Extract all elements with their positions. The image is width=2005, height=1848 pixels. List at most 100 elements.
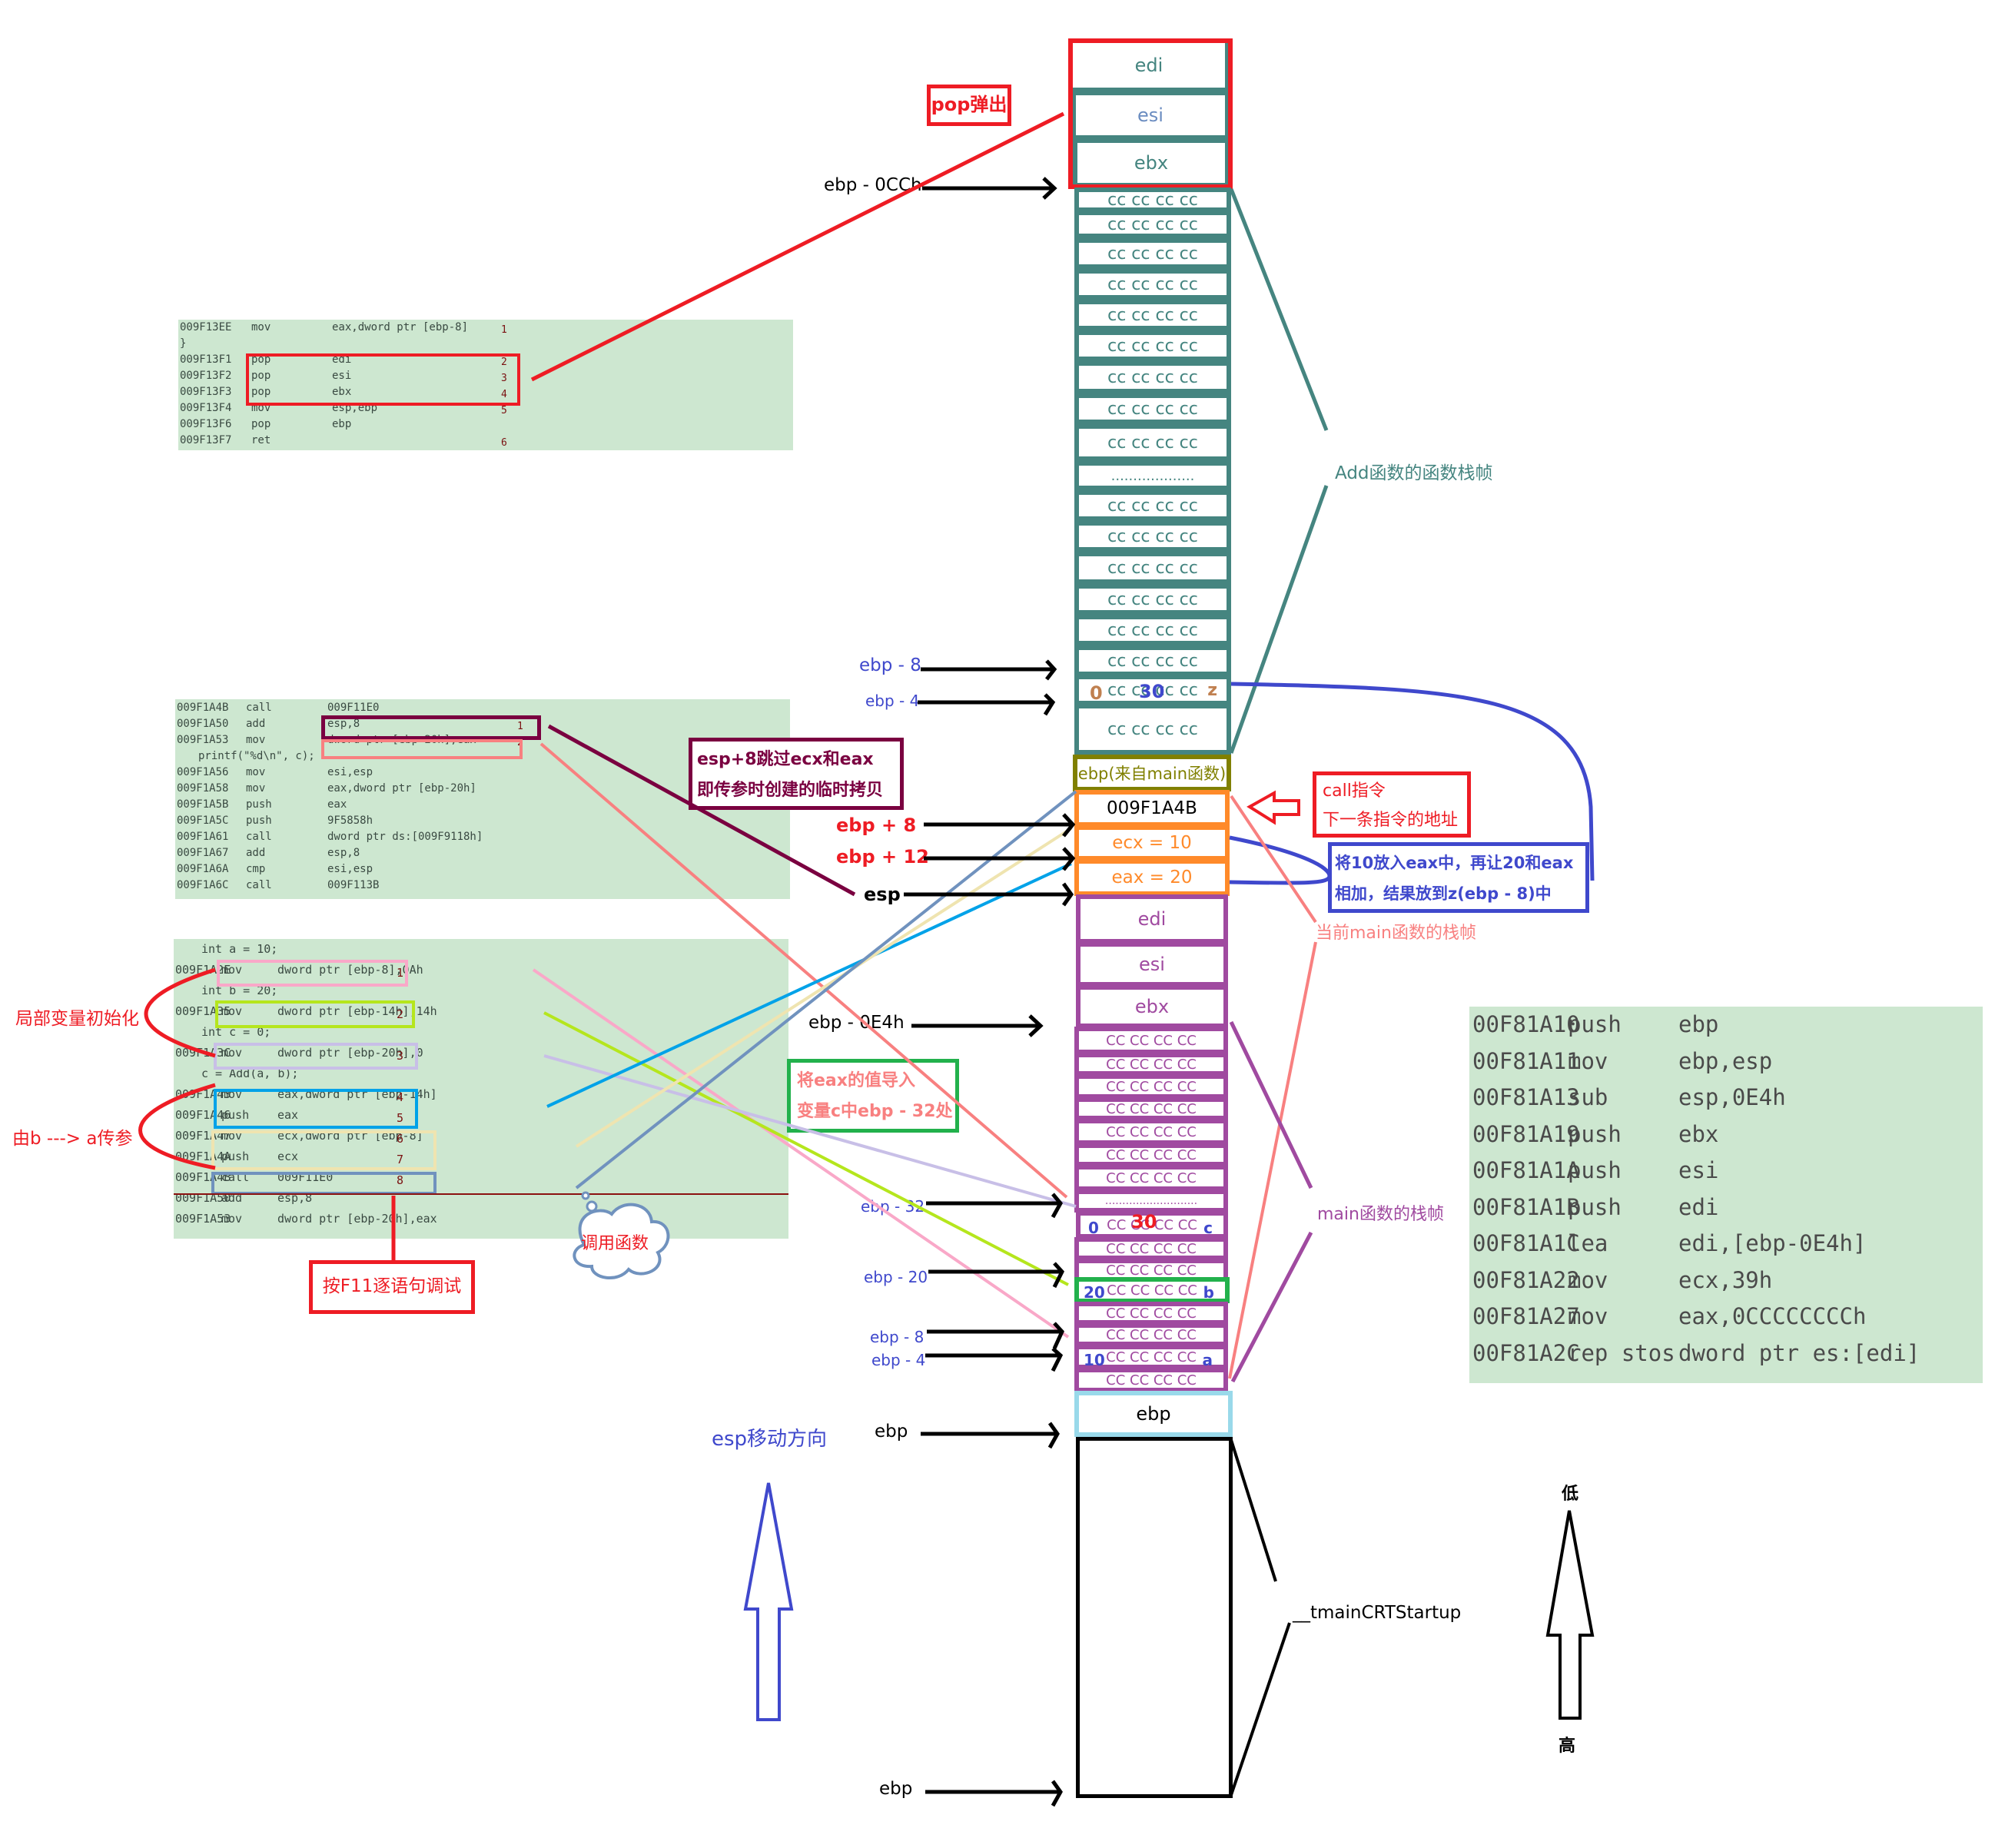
code-opcode: pop [251, 418, 271, 430]
code-address: 009F1A67 [177, 847, 229, 859]
step-number: 8 [397, 1173, 404, 1187]
arrow-main-ebp-minus-4 [925, 1347, 1064, 1372]
main-cc-cell: CC CC CC CC [1074, 1323, 1228, 1346]
code-opcode: pop [251, 386, 271, 398]
a-cc-label: CC CC CC CC [1106, 1349, 1197, 1365]
return-address-cell: 009F1A4B [1074, 790, 1230, 827]
add-cc-cell: cc cc cc cc [1074, 211, 1231, 238]
step-number: 5 [397, 1111, 404, 1125]
main-saved-esi: esi [1076, 942, 1228, 987]
code-opcode: push [1568, 1011, 1622, 1037]
highlight-init-c [214, 1043, 418, 1070]
code-operands: esp,8 [327, 847, 360, 859]
code-address: 00F81A10 [1472, 1011, 1580, 1037]
code-address: 00F81A19 [1472, 1120, 1580, 1147]
add-cc-cell: cc cc cc cc [1074, 552, 1231, 584]
arrow-ebp-minus-20 [928, 1262, 1065, 1289]
code-operands: ebp [1678, 1011, 1719, 1037]
code-address: } [180, 337, 187, 350]
code-address: 009F1A6C [177, 879, 229, 891]
code-address: 009F1A53 [177, 734, 229, 746]
code-address: 009F1A50 [177, 718, 229, 730]
highlight-push-eax [214, 1089, 418, 1129]
code-opcode: push [221, 1108, 250, 1122]
code-address: 009F1A58 [177, 782, 229, 795]
code-opcode: lea [1568, 1230, 1608, 1256]
code-opcode: mov [221, 1046, 243, 1060]
step-number: 1 [397, 966, 404, 980]
main-cc-cell: CC CC CC CC [1074, 1143, 1228, 1166]
highlight-call [211, 1172, 437, 1195]
code-operands: dword ptr ds:[009F9118h] [327, 831, 483, 843]
code-opcode: add [246, 847, 266, 859]
add-cc-cell: cc cc cc cc [1074, 187, 1231, 212]
label-low-address: 低 [1562, 1485, 1579, 1504]
label-ebp-minus-0e4h: ebp - 0E4h [808, 1013, 905, 1033]
arrow-return-address [1246, 790, 1300, 825]
code-operands: esi,esp [327, 863, 373, 875]
label-pass-params: 由b ---> a传参 [12, 1129, 133, 1149]
add-ellipsis-cell: ................... [1074, 461, 1231, 490]
b-cc-label: CC CC CC CC [1107, 1282, 1197, 1299]
add-cc-cell: cc cc cc cc [1074, 521, 1231, 552]
code-address: 00F81A13 [1472, 1084, 1580, 1110]
code-address: 00F81A1B [1472, 1193, 1580, 1220]
label-main-frame: main函数的栈帧 [1317, 1205, 1444, 1224]
code-opcode: mov [221, 1004, 243, 1018]
code-operands: ecx [277, 1150, 299, 1163]
label-ebp-minus-32: ebp - 32 [861, 1197, 925, 1216]
code-opcode: call [246, 831, 272, 843]
note-call-instruction: call指令 下一条指令的地址 [1313, 771, 1471, 838]
highlight-pop-instructions [246, 353, 520, 406]
c-new-value: 30 [1131, 1211, 1157, 1233]
arrow-add-ebp-minus-8 [921, 659, 1057, 681]
code-opcode: mov [1568, 1047, 1608, 1074]
bracket-startup-top [1230, 1439, 1277, 1582]
step-number: 3 [501, 373, 507, 384]
add-cc-cell: cc cc cc cc [1074, 361, 1231, 393]
label-main-ebp-minus-8: ebp - 8 [870, 1328, 924, 1346]
code-operands: ebp [332, 418, 352, 430]
code-address: 009F13F4 [180, 402, 232, 414]
label-ebp-startup: ebp [879, 1779, 913, 1799]
step-number: 3 [397, 1049, 404, 1063]
add-cc-cell: cc cc cc cc [1074, 269, 1231, 300]
code-opcode: mov [246, 766, 266, 778]
main-cc-cell: CC CC CC CC [1074, 1302, 1228, 1325]
add-saved-esi: esi [1071, 91, 1230, 140]
code-opcode: pop [251, 370, 271, 382]
code-operands: dword ptr [ebp-20h],0 [277, 1046, 423, 1060]
code-address: 009F13F2 [180, 370, 232, 382]
label-ebp-plus-12: ebp + 12 [836, 846, 929, 868]
add-cc-cell: cc cc cc cc [1074, 393, 1231, 424]
code-operands: eax,0CCCCCCCCh [1678, 1303, 1867, 1329]
step-number: 5 [501, 405, 507, 416]
code-operands: eax [277, 1108, 299, 1122]
code-operands: ecx,39h [1678, 1266, 1773, 1293]
code-address: 009F1A5B [177, 798, 229, 811]
code-address: 009F13EE [180, 321, 232, 333]
main-cc-cell: CC CC CC CC [1074, 1165, 1228, 1191]
b-value: 20 [1084, 1283, 1105, 1302]
bracket-add-frame-lower [1229, 485, 1329, 754]
arrow-ebp-plus-12 [924, 847, 1076, 871]
code-opcode: mov [1568, 1266, 1608, 1293]
code-address: 009F1A5C [177, 815, 229, 827]
arrow-add-ebp-minus-4 [918, 693, 1056, 716]
c-name: c [1203, 1219, 1213, 1237]
code-address: 009F13F1 [180, 353, 232, 366]
code-opcode: mov [246, 782, 266, 795]
step-number: 4 [397, 1090, 404, 1104]
b-name: b [1203, 1283, 1214, 1302]
code-opcode: call [246, 702, 272, 714]
source-line: int a = 10; [201, 942, 278, 956]
code-operands: edi,[ebp-0E4h] [1678, 1230, 1867, 1256]
bracket-main-frame-top [1229, 1020, 1313, 1189]
step-number: 4 [501, 389, 507, 400]
code-opcode: mov [221, 963, 243, 977]
add-cc-cell: cc cc cc cc [1074, 645, 1231, 676]
